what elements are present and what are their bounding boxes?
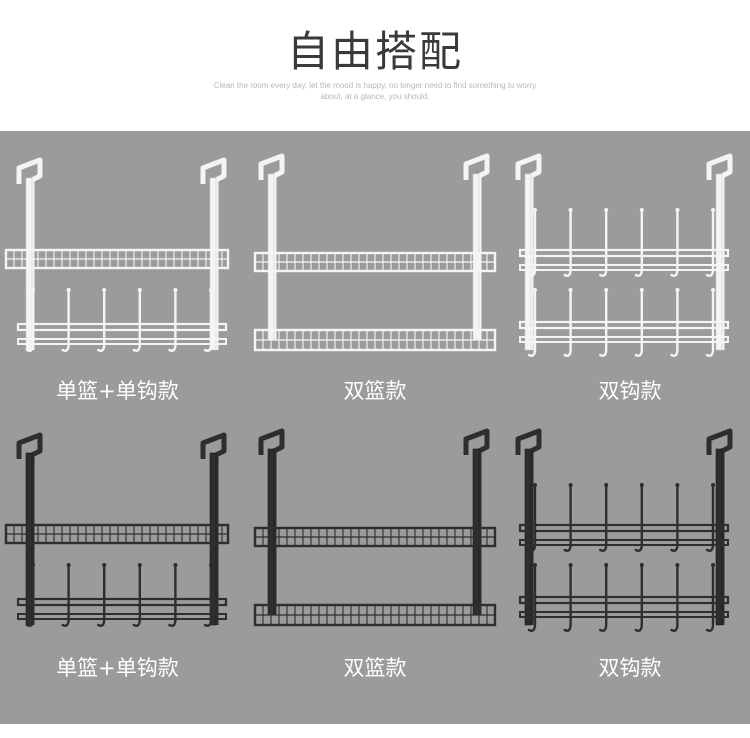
subtitle-line-2: about, at a glance, you should.: [320, 92, 430, 101]
product-double-hooks-white: [500, 150, 750, 380]
bottom-margin: [0, 724, 750, 738]
product-label-double-basket-black: 双篮款: [343, 656, 407, 680]
product-label-double-hooks-black: 双钩款: [598, 656, 662, 680]
wire-basket: [4, 248, 230, 270]
rack-image-double-basket-white: [253, 153, 497, 352]
product-double-basket-black: [250, 425, 500, 655]
rack-image-double-hooks-white: [515, 153, 733, 357]
product-double-hooks-black: [500, 425, 750, 655]
product-label-double-basket-white: 双篮款: [343, 379, 407, 403]
rack-image-double-basket-black: [253, 428, 497, 627]
wire-basket: [4, 523, 230, 545]
header: 自由搭配 Clean the room every day, let the m…: [0, 0, 750, 131]
upright-bar: [715, 173, 723, 351]
product-label-basket-hooks-white: 单篮+单钩款: [56, 379, 179, 403]
upright-bar: [209, 452, 217, 626]
hook-row: [518, 483, 730, 552]
subtitle-line-1: Clean the room every day, let the mood i…: [213, 81, 537, 90]
wire-basket: [253, 251, 497, 273]
wire-basket: [253, 328, 497, 352]
rack-image-double-hooks-black: [515, 428, 733, 632]
product-basket-hooks-black: [0, 425, 250, 655]
product-basket-hooks-white: [0, 150, 250, 380]
rack-image-basket-hooks-white: [4, 157, 230, 352]
wire-basket: [253, 603, 497, 627]
hook-row: [518, 208, 730, 277]
hook-row: [518, 288, 730, 357]
product-double-basket-white: [250, 150, 500, 380]
upright-bar: [209, 177, 217, 351]
product-label-basket-hooks-black: 单篮+单钩款: [56, 656, 179, 680]
product-label-double-hooks-white: 双钩款: [598, 379, 662, 403]
wire-basket: [253, 526, 497, 548]
hook-row: [16, 288, 228, 352]
upright-bar: [524, 173, 532, 351]
page-title: 自由搭配: [286, 27, 463, 76]
upright-bar: [472, 448, 480, 616]
hook-row: [16, 563, 228, 627]
upright-bar: [524, 448, 532, 626]
upright-bar: [472, 173, 480, 341]
hook-row: [518, 563, 730, 632]
upright-bar: [715, 448, 723, 626]
rack-image-basket-hooks-black: [4, 432, 230, 627]
